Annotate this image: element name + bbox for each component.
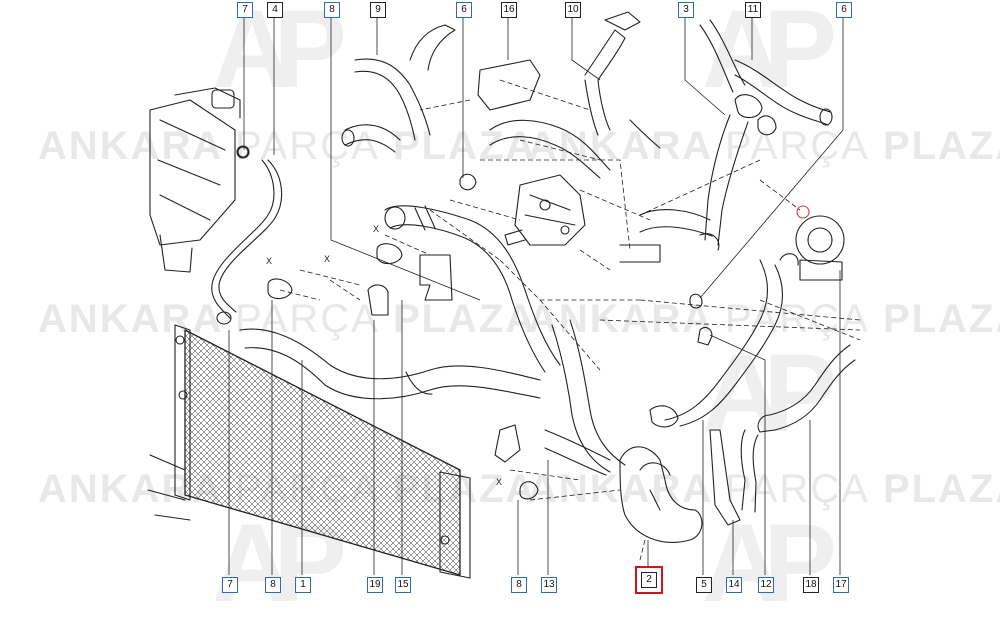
watermark-row: ANKARA PARÇA PLAZA bbox=[528, 467, 1000, 511]
thermostat-housing bbox=[504, 174, 586, 246]
part-callout-top[interactable]: 6 bbox=[456, 2, 472, 18]
watermark-row: ANKARA PARÇA PLAZA bbox=[38, 297, 537, 341]
part-callout-bottom-highlighted[interactable]: 2 bbox=[635, 566, 663, 594]
x-mark-label: X bbox=[373, 224, 379, 234]
expansion-tank bbox=[149, 87, 249, 273]
part-callout-bottom[interactable]: 5 bbox=[696, 577, 712, 593]
water-pump bbox=[795, 205, 845, 281]
part-callout-bottom[interactable]: 8 bbox=[265, 577, 281, 593]
part-callout-bottom[interactable]: 15 bbox=[395, 577, 411, 593]
x-mark-label: X bbox=[496, 477, 502, 487]
x-marks: X X X X bbox=[266, 224, 502, 487]
part-callout-bottom[interactable]: 13 bbox=[541, 577, 557, 593]
part-callout-top[interactable]: 8 bbox=[324, 2, 340, 18]
part-callout-bottom[interactable]: 1 bbox=[295, 577, 311, 593]
radiator bbox=[147, 324, 471, 579]
part-callout-top[interactable]: 4 bbox=[267, 2, 283, 18]
x-mark-label: X bbox=[324, 254, 330, 264]
part-callout-bottom[interactable]: 17 bbox=[833, 577, 849, 593]
part-callout-top[interactable]: 6 bbox=[836, 2, 852, 18]
watermark-logo: AP bbox=[702, 0, 837, 111]
part-callout-top[interactable]: 16 bbox=[501, 2, 517, 18]
part-callout-top[interactable]: 10 bbox=[565, 2, 581, 18]
part-callout-bottom[interactable]: 7 bbox=[222, 577, 238, 593]
part-callout-bottom[interactable]: 14 bbox=[726, 577, 742, 593]
part-callout-bottom[interactable]: 8 bbox=[511, 577, 527, 593]
watermark-row: ANKARA PARÇA PLAZA bbox=[38, 124, 537, 168]
part-callout-top[interactable]: 7 bbox=[237, 2, 253, 18]
watermark-logo: AP bbox=[212, 0, 347, 111]
part-callout-top[interactable]: 9 bbox=[370, 2, 386, 18]
x-mark-label: X bbox=[266, 256, 272, 266]
part-callout-top[interactable]: 11 bbox=[745, 2, 761, 18]
parts-diagram: AP AP AP AP AP ANKARA PARÇA PLAZA ANKARA… bbox=[38, 0, 1000, 625]
hose-line-art: X X X X bbox=[147, 11, 861, 579]
watermark-logo: AP bbox=[702, 332, 837, 455]
part-callout-bottom[interactable]: 18 bbox=[803, 577, 819, 593]
part-callout-bottom[interactable]: 19 bbox=[367, 577, 383, 593]
part-callout-bottom[interactable]: 12 bbox=[758, 577, 774, 593]
part-callout-top[interactable]: 3 bbox=[678, 2, 694, 18]
watermark-row: ANKARA PARÇA PLAZA bbox=[528, 297, 1000, 341]
